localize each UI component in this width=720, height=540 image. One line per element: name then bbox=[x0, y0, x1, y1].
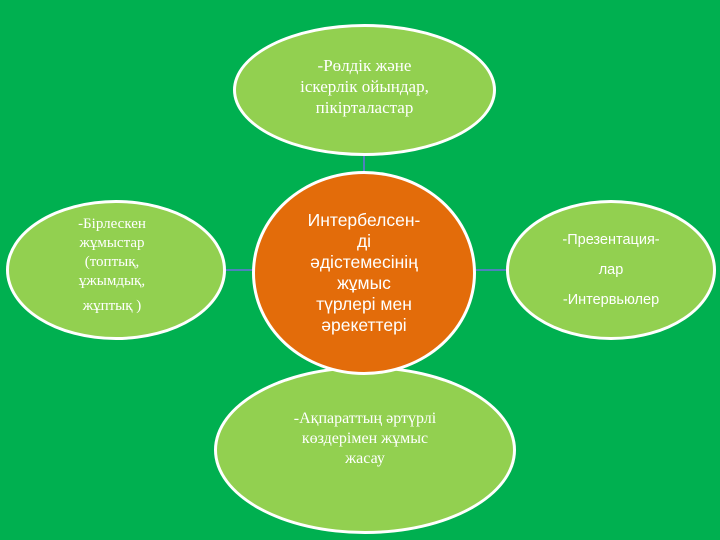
node-left-joint-work: -Бірлескен жұмыстар (топтық, ұжымдық, жұ… bbox=[6, 200, 226, 340]
node-bottom-line-3: жасау bbox=[345, 450, 385, 467]
node-center-line-2: ді bbox=[356, 231, 372, 251]
node-center-line-4: жұмыс bbox=[337, 273, 391, 293]
node-right-presentations: -Презентация- лар -Интервьюлер bbox=[506, 200, 716, 340]
node-bottom-line-2: көздерімен жұмыс bbox=[301, 430, 429, 447]
node-left-line-5: жұптық ) bbox=[82, 297, 142, 314]
node-center-line-1: Интербелсен- bbox=[307, 210, 421, 230]
node-right-line-2: лар bbox=[598, 262, 624, 278]
node-center-line-3: әдістемесінің bbox=[310, 252, 418, 272]
node-left-line-2: жұмыстар bbox=[79, 234, 145, 251]
node-center-line-6: әрекеттері bbox=[321, 315, 407, 335]
node-left-line-3: (топтық, bbox=[84, 253, 140, 270]
node-right-line-1: -Презентация- bbox=[562, 232, 660, 248]
node-center-interactive-methods: Интербелсен- ді әдістемесінің жұмыс түрл… bbox=[252, 171, 476, 375]
node-right-line-3: -Интервьюлер bbox=[562, 292, 660, 308]
node-left-line-4: ұжымдық, bbox=[78, 272, 146, 289]
node-bottom-line-1: -Ақпараттың әртүрлі bbox=[293, 410, 437, 427]
node-top-line-1: -Рөлдік және bbox=[317, 55, 412, 75]
node-top-line-3: пікірталастар bbox=[315, 97, 414, 117]
node-center-line-5: түрлері мен bbox=[316, 294, 412, 314]
node-top-role-games: -Рөлдік және іскерлік ойындар, пікіртала… bbox=[233, 24, 496, 156]
node-left-line-1: -Бірлескен bbox=[78, 215, 146, 232]
node-bottom-information-sources: -Ақпараттың әртүрлі көздерімен жұмыс жас… bbox=[214, 366, 516, 534]
node-top-line-2: іскерлік ойындар, bbox=[300, 76, 429, 96]
